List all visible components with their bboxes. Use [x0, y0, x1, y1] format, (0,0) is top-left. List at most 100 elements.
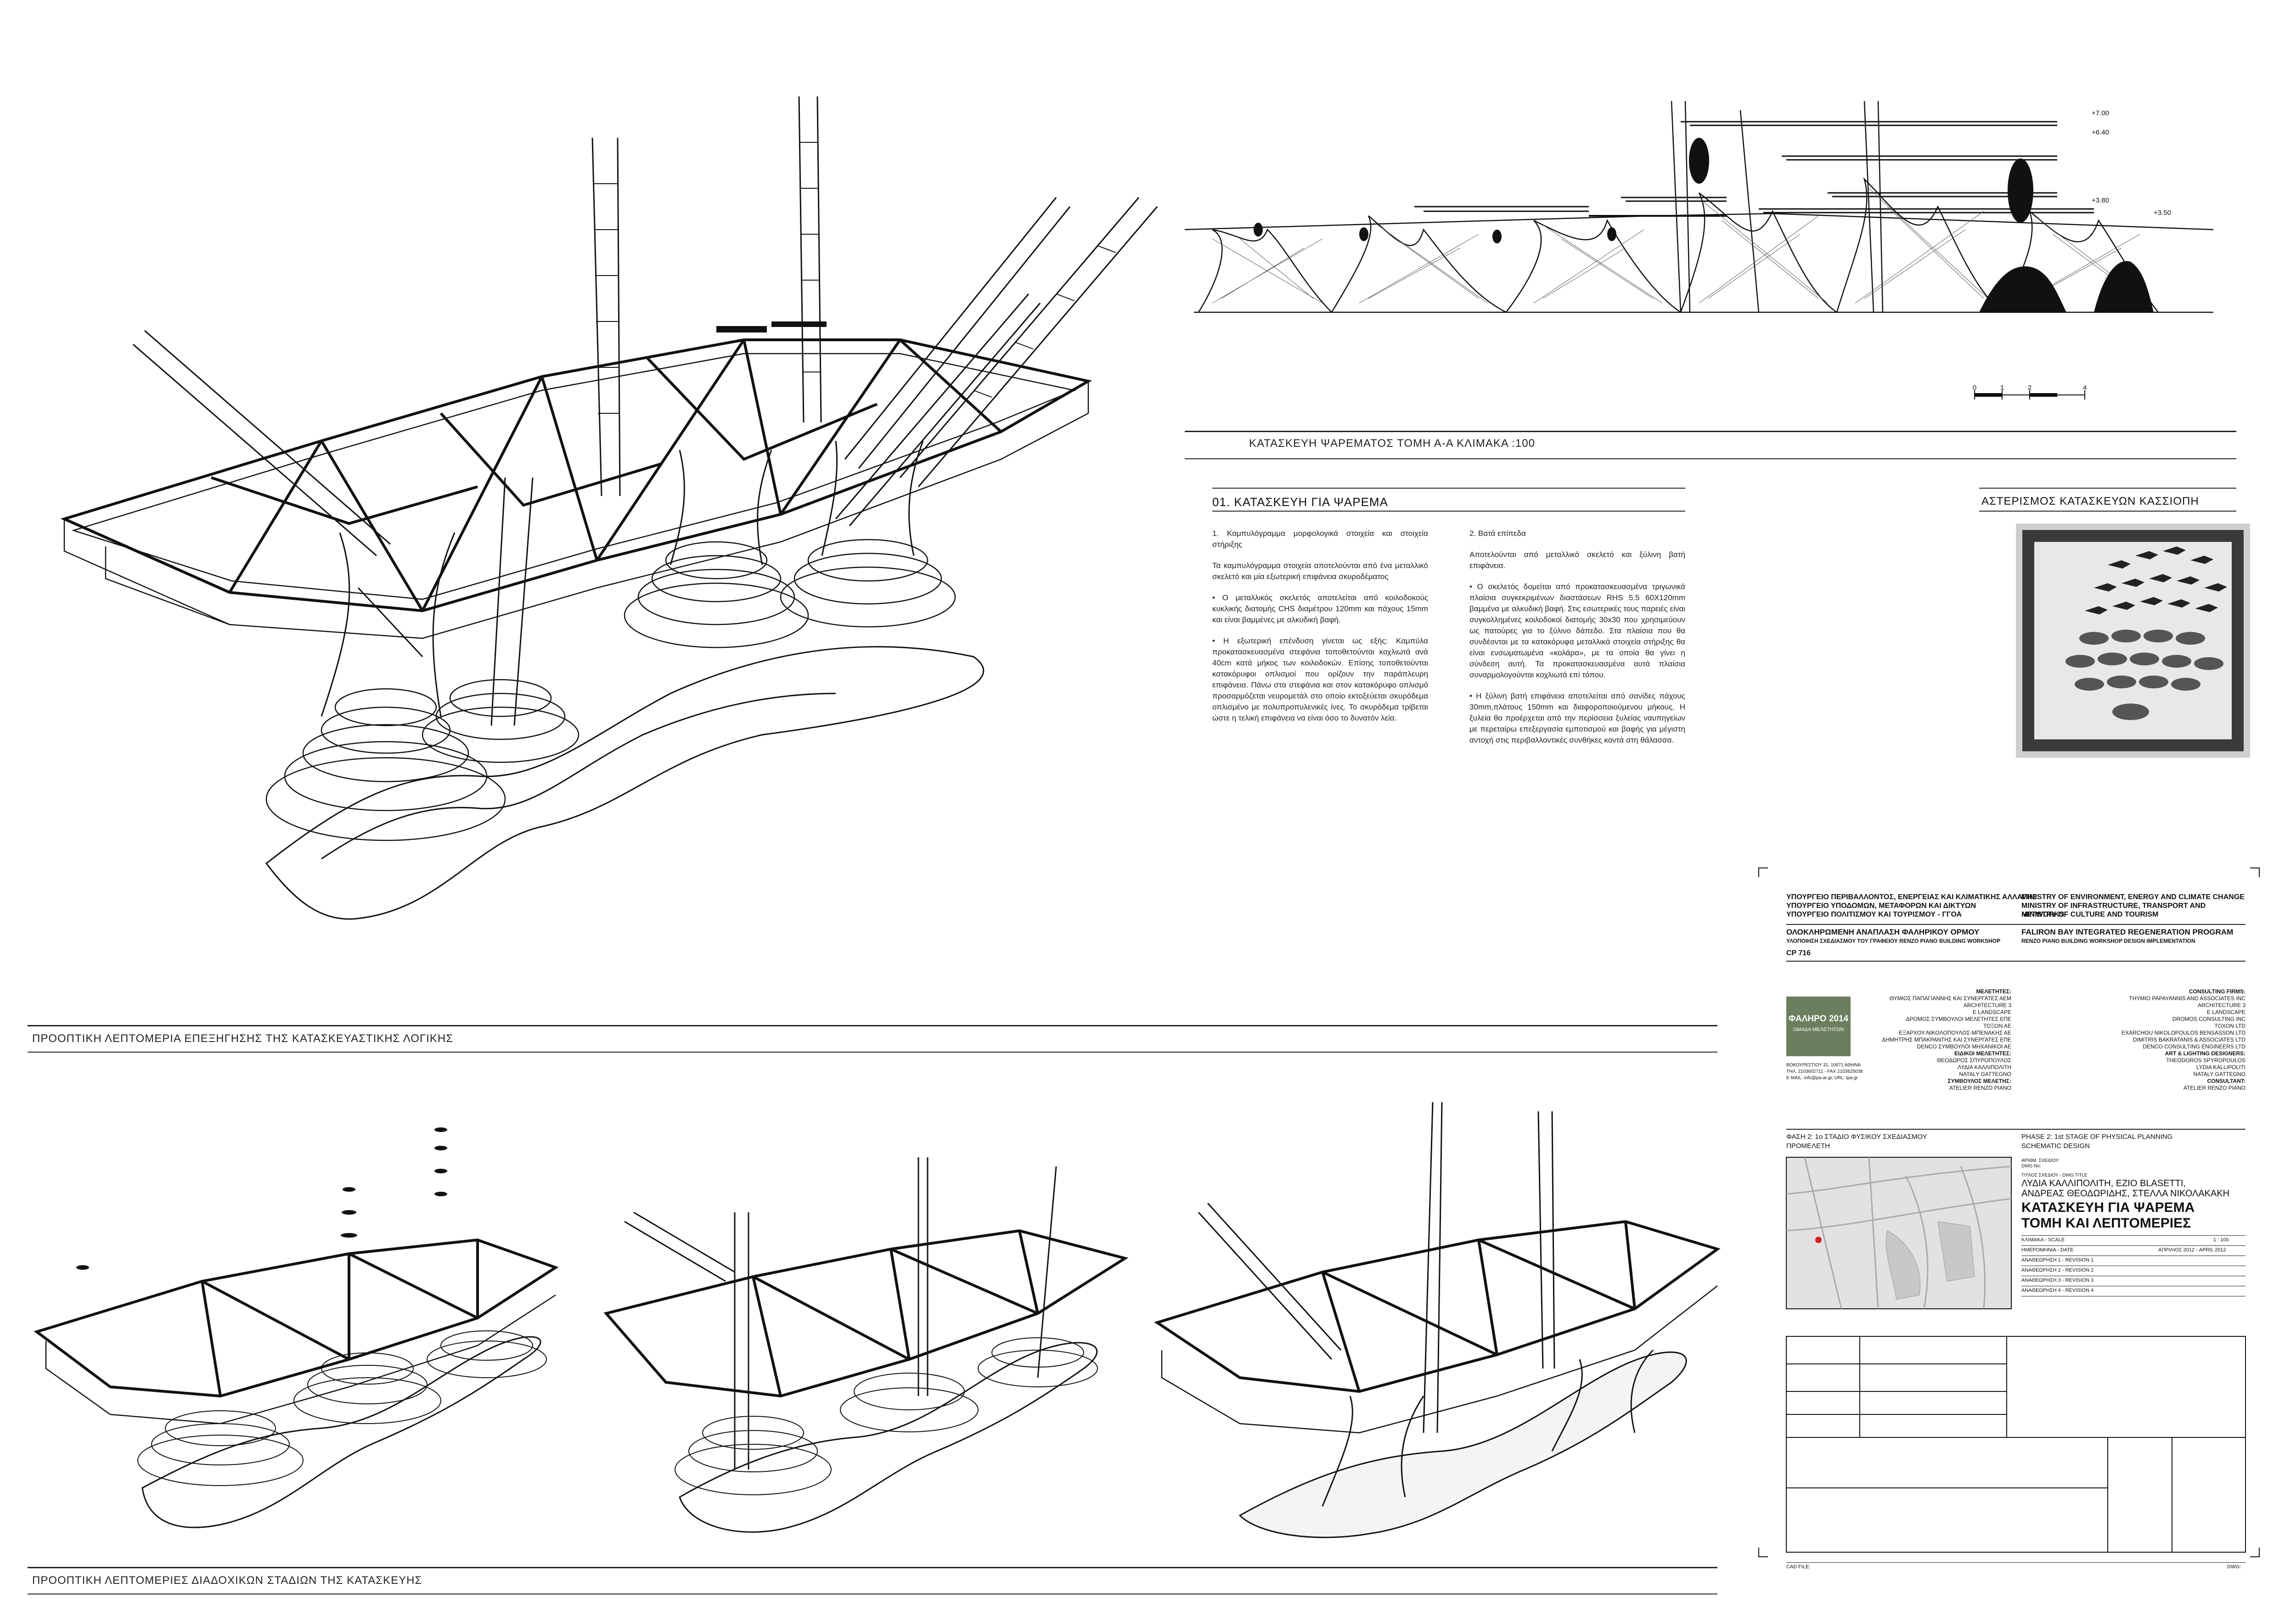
- advisor-en: ATELIER RENZO PIANO: [2183, 1085, 2245, 1091]
- text-column-2: 2. Βατά επίπεδα Αποτελούνται από μεταλλι…: [1469, 528, 1685, 756]
- stages-caption: ΠΡΟΟΠΤΙΚΗ ΛΕΠΤΟΜΕΡΙΕΣ ΔΙΑΔΟΧΙΚΩΝ ΣΤΑΔΙΩΝ…: [32, 1574, 422, 1587]
- consultant-item: E LANDSCAPE: [1972, 1009, 2011, 1015]
- axonometric-caption-rule: [28, 1025, 1717, 1026]
- ministry-en-3: MINISTRY OF CULTURE AND TOURISM: [2021, 911, 2159, 918]
- section-title: ΚΑΤΑΣΚΕΥΗ ΨΑΡΕΜΑΤΟΣ ΤΟΜΗ Α-Α ΚΛΙΜΑΚΑ :10…: [1249, 437, 1535, 450]
- text-heading-rule-bottom: [1212, 511, 1685, 512]
- date-label: ΗΜΕΡΟΜΗΝΙΑ - DATE: [2021, 1247, 2074, 1253]
- paragraph: Αποτελούνται από μεταλλικό σκελετό και ξ…: [1469, 550, 1685, 570]
- consultant-item: TOXON LTD: [2214, 1023, 2245, 1029]
- paragraph: Τα καμπυλόγραμμα στοιχεία αποτελούνται α…: [1212, 561, 1428, 581]
- consultant-item: DIMITRIS BAKRATANIS & ASSOCIATES LTD: [2133, 1036, 2245, 1043]
- advisor-gr: ATELIER RENZO PIANO: [1949, 1085, 2011, 1091]
- consultant-item: ΤΟΞΟΝ ΑΕ: [1983, 1023, 2011, 1029]
- program-gr: ΟΛΟΚΛΗΡΩΜΕΝΗ ΑΝΑΠΛΑΣΗ ΦΑΛΗΡΙΚΟΥ ΟΡΜΟΥ: [1786, 928, 1980, 936]
- logo: ΦΑΛΗΡΟ 2014 ΟΜΑΔΑ ΜΕΛΕΤΗΤΩΝ: [1786, 997, 1851, 1056]
- ministry-en-1: MINISTRY OF ENVIRONMENT, ENERGY AND CLIM…: [2021, 893, 2245, 901]
- scale-value: 1 : 100: [2213, 1237, 2229, 1243]
- consultant-item: EXARCHOU NIKOLOPOULOS BENSASSON LTD: [2122, 1030, 2245, 1036]
- reference-title-rule-bottom: [1979, 511, 2236, 512]
- tb-divider: [2021, 1245, 2245, 1246]
- axonometric-caption-rule-bottom: [28, 1052, 1717, 1053]
- logo-line-1: ΦΑΛΗΡΟ 2014: [1788, 1014, 1849, 1024]
- stages-caption-rule: [28, 1567, 1717, 1568]
- consultant-item: ΔΗΜΗΤΡΗΣ ΜΠΑΚΡΑΝΤΗΣ ΚΑΙ ΣΥΝΕΡΓΑΤΕΣ ΕΠΕ: [1882, 1036, 2011, 1043]
- address-1: ΒΟΚΟΥΡΕΣΤΙΟΥ 31, 10671 ΑΘΗΝΑ: [1786, 1063, 1861, 1068]
- ministry-gr-3: ΥΠΟΥΡΓΕΙΟ ΠΟΛΙΤΙΣΜΟΥ ΚΑΙ ΤΟΥΡΙΣΜΟΥ - ΓΓΟ…: [1786, 911, 1962, 918]
- drawing-title-line-1: ΚΑΤΑΣΚΕΥΗ ΓΙΑ ΨΑΡΕΜΑ: [2021, 1200, 2195, 1215]
- dwg-no-label: ΑΡΙΘΜ. ΣΧΕΔΙΟΥ:: [2021, 1158, 2060, 1163]
- special-gr-heading: ΕΙΔΙΚΟΙ ΜΕΛΕΤΗΤΕΣ:: [1954, 1050, 2011, 1057]
- phase-gr: ΦΑΣΗ 2: 1ο ΣΤΑΔΙΟ ΦΥΣΙΚΟΥ ΣΧΕΔΙΑΣΜΟΥ: [1786, 1133, 1927, 1141]
- stage-3-drawing: [1154, 1102, 1721, 1538]
- tb-divider: [1786, 1129, 2245, 1130]
- ministry-gr-2: ΥΠΟΥΡΓΕΙΟ ΥΠΟΔΟΜΩΝ, ΜΕΤΑΦΟΡΩΝ ΚΑΙ ΔΙΚΤΥΩ…: [1786, 902, 1976, 910]
- section-aa-drawing: [1184, 101, 2214, 400]
- revision-3: ΑΝΑΘΕΩΡΗΣΗ 3 - REVISION 3: [2021, 1278, 2094, 1283]
- stage-1-drawing: [34, 1127, 559, 1528]
- elevation-label: +7.00: [2092, 109, 2109, 117]
- tb-divider: [1786, 924, 2245, 925]
- date-value: ΑΠΡΙΛΙΟΣ 2012 - APRIL 2012: [2158, 1247, 2226, 1253]
- consultant-item: DENCO ΣΥΜΒΟΥΛΟΙ ΜΗΧΑΝΙΚΟΙ ΑΕ: [1917, 1043, 2011, 1050]
- reference-image: [2016, 524, 2250, 758]
- dwg-no-label-en: DWG No:: [2021, 1164, 2041, 1169]
- elevation-label: +3.50: [2154, 209, 2171, 217]
- program-en-sub: RENZO PIANO BUILDING WORKSHOP DESIGN IMP…: [2021, 938, 2195, 944]
- paragraph: 2. Βατά επίπεδα: [1469, 529, 1526, 538]
- scale-tick: 4: [2083, 384, 2087, 392]
- paragraph: • Ο σκελετός δομείται από προκατασκευασμ…: [1469, 582, 1685, 679]
- advisor-en-heading: CONSULTANT:: [2207, 1078, 2245, 1084]
- consultants-en: CONSULTING FIRMS: THYMIO PAPAYANNIS AND …: [2071, 988, 2245, 1092]
- program-en: FALIRON BAY INTEGRATED REGENERATION PROG…: [2021, 928, 2234, 936]
- tb-divider: [1786, 1562, 2245, 1563]
- consultants-en-heading: CONSULTING FIRMS:: [2189, 988, 2245, 995]
- elevation-label: +3.80: [2092, 197, 2109, 204]
- corner-marks: [1758, 867, 2260, 1557]
- section-title-rule-bottom: [1185, 458, 2236, 459]
- reference-title-rule: [1979, 488, 2236, 489]
- dwg-title-label: ΤΙΤΛΟΣ ΣΧΕΔΙΟΥ - DWG TITLE: [2021, 1173, 2088, 1178]
- consultants-gr-heading: ΜΕΛΕΤΗΤΕΣ:: [1976, 988, 2011, 995]
- consultant-item: THYMIO PAPAYANNIS AND ASSOCIATES INC: [2129, 995, 2245, 1002]
- revision-4: ΑΝΑΘΕΩΡΗΣΗ 4 - REVISION 4: [2021, 1288, 2094, 1293]
- consultant-item: ΔΡΟΜΟΣ ΣΥΜΒΟΥΛΟΙ ΜΕΛΕΤΗΤΕΣ ΕΠΕ: [1906, 1016, 2011, 1022]
- special-en-heading: ART & LIGHTING DESIGNERS:: [2165, 1050, 2245, 1057]
- axonometric-detail-drawing: [60, 96, 1158, 920]
- special-item: ΛΥΔΙΑ ΚΑΛΛΙΠΟΛΙΤΗ: [1958, 1064, 2011, 1070]
- paragraph: 1. Καμπυλόγραμμα μορφολογικά στοιχεία κα…: [1212, 529, 1428, 549]
- site-map: [1786, 1157, 2012, 1309]
- cad-file-label: CAD FILE:: [1786, 1564, 1811, 1570]
- special-item: THEODOROS SPYROPOULOS: [2166, 1057, 2245, 1064]
- consultant-item: DROMOS CONSULTING INC: [2172, 1016, 2245, 1022]
- address-2: ΤΗΛ. 2103602711 - FAX 2103625038: [1786, 1069, 1863, 1074]
- axonometric-caption: ΠΡΟΟΠΤΙΚΗ ΛΕΠΤΟΜΕΡΙΑ ΕΠΕΞΗΓΗΣΗΣ ΤΗΣ ΚΑΤΑ…: [32, 1032, 454, 1045]
- revision-2: ΑΝΑΘΕΩΡΗΣΗ 2 - REVISION 2: [2021, 1267, 2094, 1273]
- authors-line-1: ΛΥΔΙΑ ΚΑΛΛΙΠΟΛΙΤΗ, EZIO BLASETTI,: [2021, 1178, 2186, 1188]
- scale-tick: 1: [2000, 384, 2004, 392]
- paragraph: • Ο μεταλλικός σκελετός αποτελείται από …: [1212, 593, 1428, 624]
- consultant-item: ΕΞΑΡΧΟΥ-ΝΙΚΟΛΟΠΟΥΛΟΣ-ΜΠΕΝΑΚΗΣ ΑΕ: [1899, 1030, 2011, 1036]
- address-3: E-MAIL: info@pa-ar.gr, URL: tpa.gr: [1786, 1076, 1858, 1081]
- project-code: CP 716: [1786, 949, 1811, 957]
- special-item: NATALY GATTEGNO: [2193, 1071, 2245, 1077]
- scale-tick: 0: [1973, 384, 1977, 392]
- revision-1: ΑΝΑΘΕΩΡΗΣΗ 1 - REVISION 1: [2021, 1257, 2094, 1263]
- drawing-title-line-2: ΤΟΜΗ ΚΑΙ ΛΕΠΤΟΜΕΡΙΕΣ: [2021, 1216, 2191, 1231]
- text-heading: 01. ΚΑΤΑΣΚΕΥΗ ΓΙΑ ΨΑΡΕΜΑ: [1212, 495, 1388, 509]
- section-title-rule: [1185, 431, 2236, 432]
- special-item: LYDIA KALLIPOLITI: [2196, 1064, 2245, 1070]
- authors-line-2: ΑΝΔΡΕΑΣ ΘΕΟΔΩΡΙΔΗΣ, ΣΤΕΛΛΑ ΝΙΚΟΛΑΚΑΚΗ: [2021, 1188, 2230, 1199]
- ministry-en-2: MINISTRY OF INFRASTRUCTURE, TRANSPORT AN…: [2021, 902, 2206, 918]
- reference-title: ΑΣΤΕΡΙΣΜΟΣ ΚΑΤΑΣΚΕΥΩΝ ΚΑΣΣΙΟΠΗ: [1981, 495, 2199, 507]
- advisor-gr-heading: ΣΥΜΒΟΥΛΟΣ ΜΕΛΕΤΗΣ:: [1947, 1078, 2011, 1084]
- consultant-item: E LANDSCAPE: [2206, 1009, 2245, 1015]
- special-item: NATALY GATTEGNO: [1959, 1071, 2011, 1077]
- consultant-item: ARCHITECTURE 3: [2197, 1002, 2245, 1008]
- scale-tick: 2: [2028, 384, 2032, 392]
- phase-en: PHASE 2: 1st STAGE OF PHYSICAL PLANNING: [2021, 1133, 2173, 1141]
- scale-label: ΚΛΙΜΑΚΑ - SCALE: [2021, 1237, 2065, 1243]
- paragraph: • Η ξύλινη βατή επιφάνεια αποτελείται απ…: [1469, 692, 1685, 744]
- special-item: ΘΕΟΔΩΡΟΣ ΣΠΥΡΟΠΟΥΛΟΣ: [1936, 1057, 2011, 1064]
- title-block: ΥΠΟΥΡΓΕΙΟ ΠΕΡΙΒΑΛΛΟΝΤΟΣ, ΕΝΕΡΓΕΙΑΣ ΚΑΙ Κ…: [1758, 867, 2260, 1571]
